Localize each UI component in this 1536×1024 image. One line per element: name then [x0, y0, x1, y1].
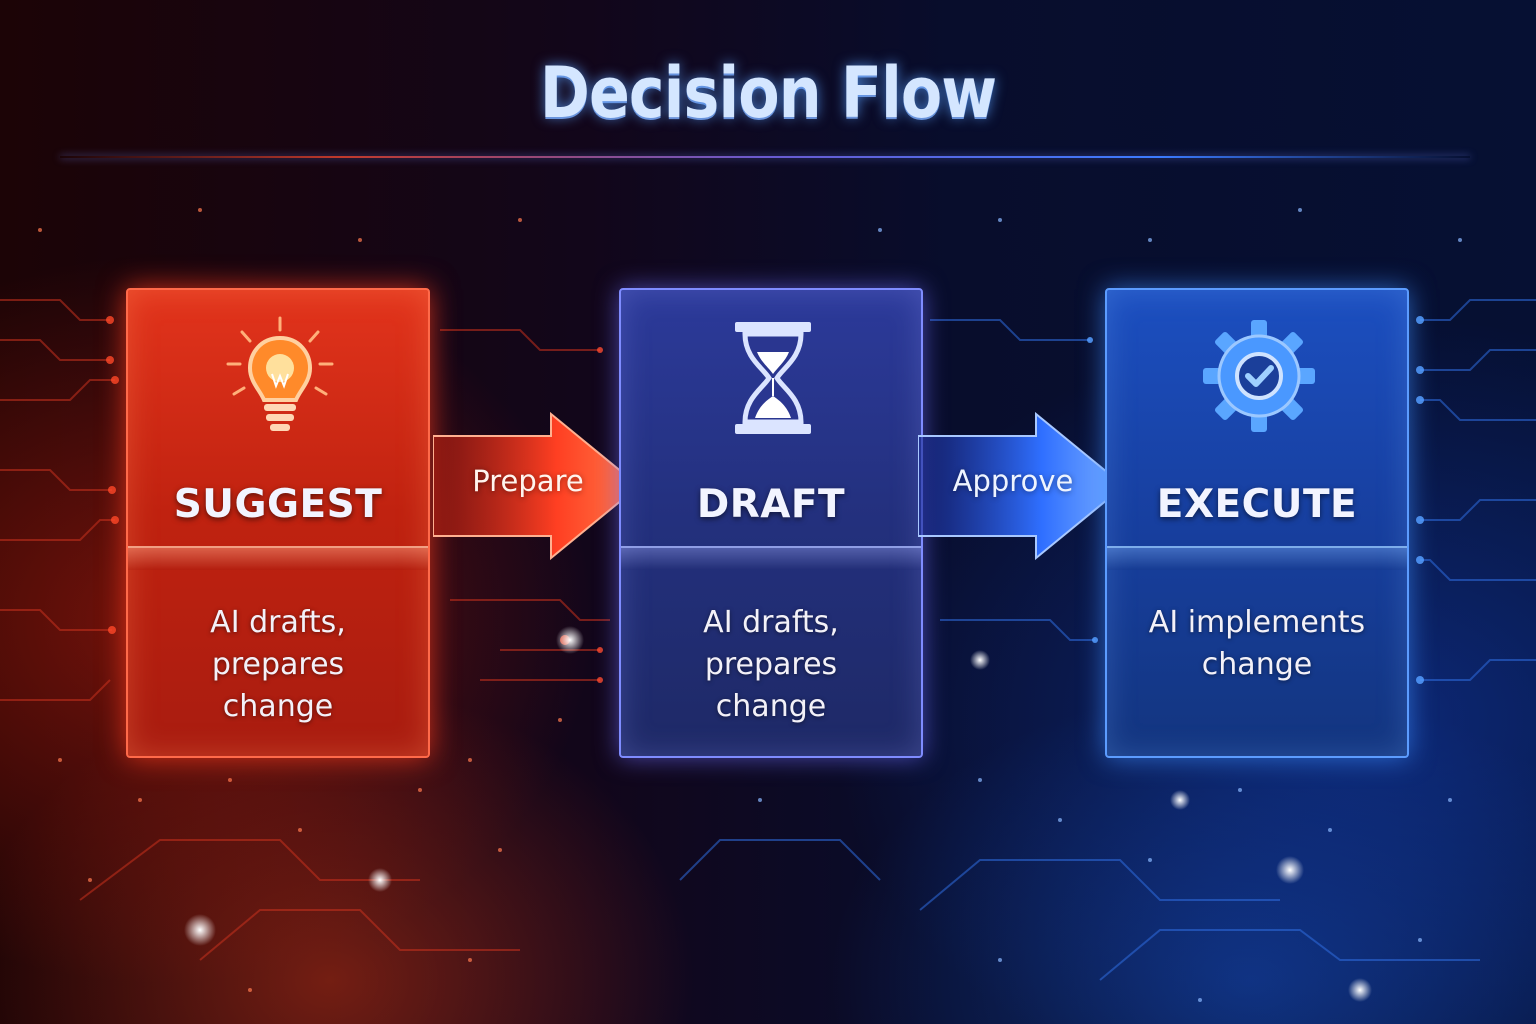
step-description-execute: AI implements change	[1107, 602, 1407, 686]
description-line: AI drafts,	[210, 605, 346, 640]
description-line: prepares	[704, 647, 838, 682]
arrow-right-icon	[917, 411, 1126, 561]
step-description-suggest: AI drafts, prepares change	[128, 602, 428, 728]
card-divider	[1107, 546, 1407, 570]
step-card-suggest: SUGGEST AI drafts, prepares change	[126, 288, 430, 758]
arrow-right-icon	[432, 411, 641, 561]
step-card-execute: EXECUTE AI implements change	[1105, 288, 1409, 758]
card-divider	[621, 546, 921, 570]
step-title-execute: EXECUTE	[1156, 482, 1358, 527]
step-title-suggest: SUGGEST	[173, 482, 383, 527]
gear-check-icon	[1203, 320, 1315, 432]
description-line: change	[222, 689, 334, 724]
transition-label-approve: Approve	[952, 464, 1074, 498]
hourglass-icon	[735, 322, 811, 434]
lightbulb-icon	[226, 316, 334, 431]
description-line: AI drafts,	[703, 605, 839, 640]
transition-arrow-prepare: Prepare	[432, 411, 643, 562]
step-card-draft: DRAFT AI drafts, prepares change	[619, 288, 923, 758]
transition-label-prepare: Prepare	[472, 464, 584, 498]
transition-arrow-approve: Approve	[917, 411, 1128, 562]
step-description-draft: AI drafts, prepares change	[621, 602, 921, 728]
description-line: change	[1201, 647, 1313, 682]
description-line: prepares	[211, 647, 345, 682]
card-divider	[128, 546, 428, 570]
description-line: AI implements	[1148, 605, 1366, 640]
step-title-draft: DRAFT	[696, 482, 846, 527]
title-divider	[60, 156, 1470, 158]
description-line: change	[715, 689, 827, 724]
page-title: Decision Flow	[539, 52, 997, 134]
